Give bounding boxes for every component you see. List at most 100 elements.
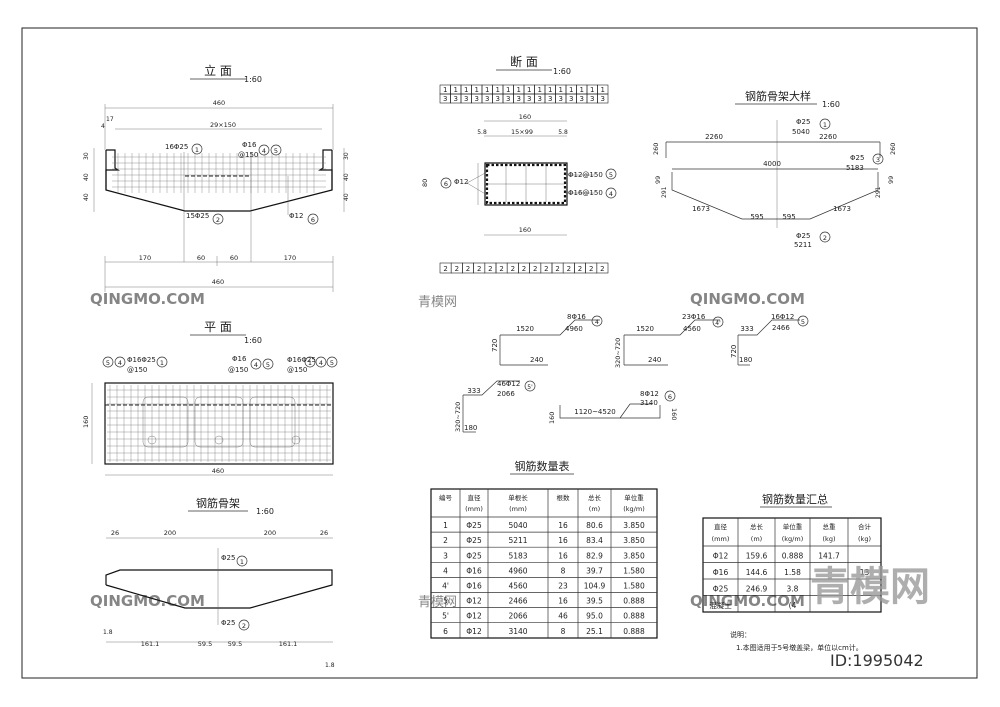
section-top-row-cell: 1	[454, 86, 458, 94]
elevation-bottom-dim-3: 60	[230, 254, 238, 262]
skeleton-bottom-dim-1: 161.1	[141, 640, 160, 648]
bend-5p-no: 5'	[527, 384, 533, 391]
rebar-table-cell: 6	[443, 627, 448, 636]
bend-4p-w: 1520	[636, 325, 654, 333]
summary-table-cell: 混凝土	[709, 600, 732, 610]
rebar-table-unit: (mm)	[509, 505, 527, 513]
bend-5-h: 720	[730, 345, 738, 358]
summary-table-cell: Φ12	[713, 552, 729, 561]
elevation-rebar-6-no: 6	[311, 216, 315, 224]
watermark-id: ID:1995042	[830, 651, 924, 670]
summary-table-unit: (kg)	[858, 535, 871, 543]
summary-table-unit: (mm)	[712, 535, 730, 543]
elevation-rebar-2-label: 15Φ25	[186, 212, 209, 220]
section-title: 断 面	[510, 54, 538, 69]
rebar-table-cell: 5'	[442, 612, 449, 621]
summary-table-cell: (4	[789, 601, 797, 610]
elevation-rebar-45-spacing: @150	[238, 151, 258, 159]
section-bottom-row-cell: 2	[589, 265, 593, 273]
rebar-table-cell: 83.4	[586, 536, 603, 545]
section-bottom-row-cell: 2	[443, 265, 447, 273]
rebar-table-cell: 23	[558, 582, 568, 591]
bend-4p-h: 320~720	[614, 338, 622, 368]
section-top-row2-cell: 3	[485, 95, 489, 103]
section-bottom-row-cell: 2	[488, 265, 492, 273]
rebar-table-header: 单根长	[508, 493, 528, 502]
rebar-table-cell: Φ25	[466, 536, 482, 545]
plan-tag-left-label: Φ16Φ25	[127, 356, 156, 364]
section-top-row2-cell: 3	[527, 95, 531, 103]
skeleton-scale: 1:60	[256, 507, 274, 516]
detail-d595b: 595	[782, 213, 795, 221]
elevation-rebar-45-label: Φ16	[242, 141, 257, 149]
detail-n2-no: 2	[823, 234, 827, 242]
section-top-row-cell: 1	[527, 86, 531, 94]
rebar-table-cell: 1	[443, 521, 448, 530]
plan-tag-mid-spacing: @150	[228, 366, 248, 374]
rebar-table-cell: 2	[443, 536, 448, 545]
elevation-dim-total: 460	[213, 99, 225, 107]
section-top-row-cell: 1	[538, 86, 542, 94]
section-top-row-cell: 1	[580, 86, 584, 94]
rebar-table-cell: 8	[561, 566, 566, 575]
bend-4p-no: 4'	[715, 320, 721, 327]
skeleton-view: 钢筋骨架 1:60 26 200 200 26 Φ25 1 Φ25 2 1.8 …	[103, 496, 335, 669]
bend-6-h2: 160	[670, 408, 678, 420]
plan-tag-mid-b: 5	[266, 361, 270, 369]
drawing-frame	[21, 27, 978, 679]
summary-table-cell: 0.888	[782, 552, 804, 561]
section-top-row2-cell: 3	[464, 95, 468, 103]
section-left-label: Φ12	[454, 178, 468, 186]
skeleton-detail-view: 钢筋骨架大样 1:60 Φ25 1 5040 2260 2260 260 260…	[652, 89, 897, 249]
rebar-table-unit: (mm)	[465, 505, 483, 513]
skeleton-dim-26a: 26	[111, 529, 119, 537]
section-bottom-row-cell: 2	[578, 265, 582, 273]
rebar-table-header: 直径	[468, 493, 482, 502]
elevation-view: 立 面 1:60 460 17 4 29×150 30 40 40 30 40 …	[83, 63, 350, 292]
bend-5-label: 16Φ12	[771, 313, 794, 321]
bend-6-h1: 160	[548, 412, 556, 424]
bend-5p-f: 180	[464, 424, 477, 432]
rebar-table-cell: 3140	[508, 627, 527, 636]
elevation-bottom-total: 460	[212, 278, 224, 286]
rebar-table-cell: 3.850	[623, 536, 645, 545]
bend-5p-label: 46Φ12	[497, 380, 520, 388]
summary-table-cell: 1.58	[784, 568, 801, 577]
rebar-table-cell: 104.9	[584, 582, 606, 591]
skeleton-dim-18b: 1.8	[325, 662, 335, 669]
skeleton-top-no: 1	[240, 558, 244, 566]
rebar-table-unit: (m)	[589, 505, 600, 513]
rebar-table-cell: 0.888	[623, 627, 645, 636]
elevation-dim-30-left: 30	[83, 152, 90, 160]
elevation-rebar-45-no-a: 4	[262, 147, 266, 155]
summary-table-header: 单位重	[783, 522, 803, 531]
rebar-table-header: 单位重	[624, 493, 644, 502]
rebar-table-cell: 3	[443, 551, 448, 560]
section-dim-160b: 160	[519, 226, 531, 234]
section-top-row2-cell: 3	[559, 95, 563, 103]
bend-4-label: 8Φ16	[567, 313, 586, 321]
section-top-row-cell: 1	[464, 86, 468, 94]
elevation-dim-40-right-a: 40	[343, 173, 350, 181]
elevation-bottom-dim-2: 60	[197, 254, 205, 262]
rebar-table-cell: 4'	[442, 582, 449, 591]
bend-4-w: 1520	[516, 325, 534, 333]
section-dim-spacing: 15×99	[511, 128, 533, 136]
watermark-latin-3: QINGMO.COM	[90, 592, 205, 610]
detail-title: 钢筋骨架大样	[745, 89, 811, 103]
section-top-row-cell: 1	[485, 86, 489, 94]
summary-table-cell: 13	[860, 568, 870, 577]
section-top-row-cell: 1	[601, 86, 605, 94]
section-bottom-row-cell: 2	[477, 265, 481, 273]
section-bottom-row-cell: 2	[499, 265, 503, 273]
rebar-table-cell: 8	[561, 627, 566, 636]
skeleton-dim-200b: 200	[264, 529, 276, 537]
rebar-table-cell: 4960	[508, 566, 527, 575]
skeleton-top-label: Φ25	[221, 554, 235, 562]
summary-table-cell: 3.8	[787, 585, 799, 594]
section-top-row-cell: 1	[548, 86, 552, 94]
elevation-rebar-6-label: Φ12	[289, 212, 303, 220]
section-right-a: Φ12@150	[568, 171, 603, 179]
